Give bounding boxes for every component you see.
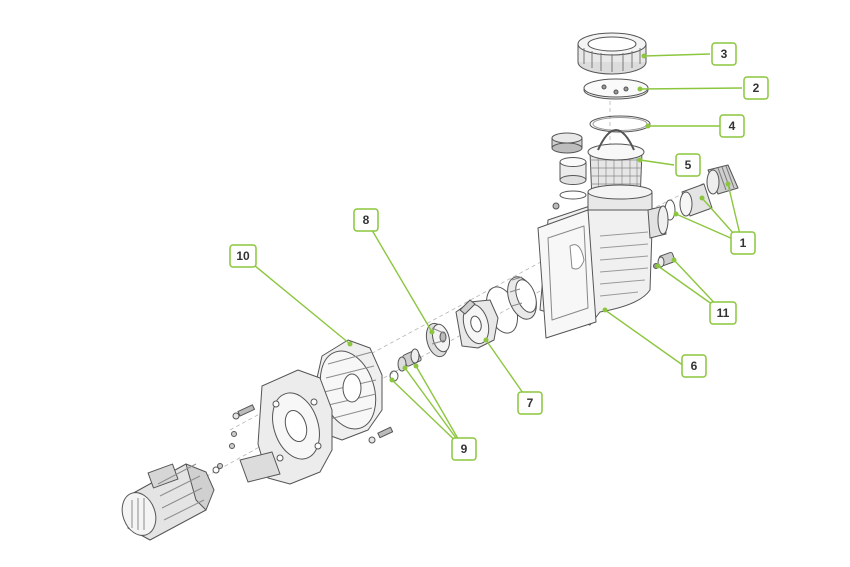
callout-5: 5 bbox=[675, 153, 701, 177]
callout-10: 10 bbox=[229, 244, 257, 268]
seal-plate-bolt bbox=[368, 426, 394, 444]
lid-o-ring bbox=[589, 115, 651, 133]
callout-label-1: 1 bbox=[740, 236, 747, 250]
callout-2: 2 bbox=[743, 76, 769, 100]
pump-housing bbox=[537, 184, 669, 339]
callout-7: 7 bbox=[517, 391, 543, 415]
callout-label-8: 8 bbox=[363, 213, 370, 227]
callout-6: 6 bbox=[681, 354, 707, 378]
callout-label-3: 3 bbox=[721, 47, 728, 61]
callout-9: 9 bbox=[451, 437, 477, 461]
adapter-nut bbox=[551, 132, 583, 154]
adapter-o-ring bbox=[559, 190, 587, 200]
callout-label-2: 2 bbox=[753, 81, 760, 95]
callout-11: 11 bbox=[709, 301, 737, 325]
adapter-sleeve bbox=[559, 157, 587, 185]
callout-label-4: 4 bbox=[729, 119, 736, 133]
motor-bracket bbox=[239, 369, 333, 485]
diffuser-ring bbox=[507, 276, 537, 320]
pump-lid bbox=[577, 32, 647, 75]
callout-8: 8 bbox=[353, 208, 379, 232]
callout-label-7: 7 bbox=[527, 396, 534, 410]
diffuser bbox=[455, 299, 499, 349]
lid-plate bbox=[583, 78, 649, 100]
drain-plugs bbox=[653, 251, 676, 269]
callout-label-11: 11 bbox=[717, 306, 730, 320]
callout-4: 4 bbox=[719, 114, 745, 138]
callout-label-5: 5 bbox=[685, 158, 692, 172]
callout-label-6: 6 bbox=[691, 359, 698, 373]
callout-label-9: 9 bbox=[461, 442, 468, 456]
small-drain-part bbox=[552, 202, 560, 210]
motor bbox=[121, 463, 220, 541]
callout-3: 3 bbox=[711, 42, 737, 66]
callout-1: 1 bbox=[730, 231, 756, 255]
callout-label-10: 10 bbox=[236, 249, 250, 263]
bracket-bolts bbox=[217, 404, 256, 469]
leader-dots bbox=[347, 53, 731, 383]
union-fittings bbox=[664, 164, 739, 221]
